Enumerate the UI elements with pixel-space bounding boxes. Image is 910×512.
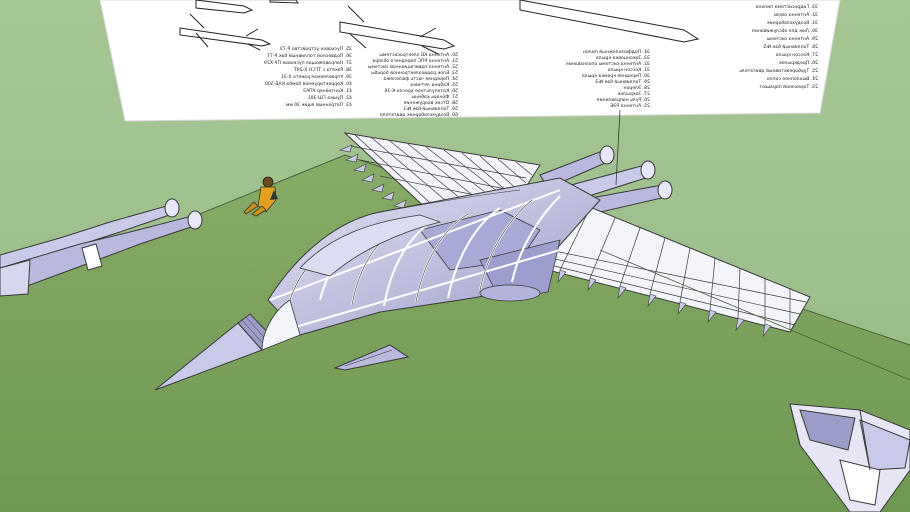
missile-drawing-3-icon [339,5,456,55]
poster-col-far-right-6: 27. Кессон крыла [776,52,818,58]
poster-col-left-8: 43. Патронный ящик 30 мм [285,101,352,108]
poster-col-middle-0: 50. Антенна КБ электросистемы [379,52,458,58]
fighter-jet-airframe[interactable] [154,109,811,391]
poster-col-right-8: 26. Руль направления [597,97,650,103]
poster-col-left-6: 41. Контейнер УПАЗ [303,87,352,94]
poster-col-middle-4: 54. Передняя часть фюзеляжа [383,76,458,82]
poster-col-far-right-5: 28. Топливный бак №5 [763,43,818,50]
poster-col-right-0: 34. Подфюзеляжный пилон [583,48,650,55]
missile-drawing-2-icon [195,0,254,14]
poster-col-middle-2: 52. Антенна навигационной системы [367,63,458,70]
poster-col-far-right-7: 26. Предкрылок [779,60,818,66]
fuselage[interactable] [267,177,601,336]
poster-col-right-6: 28. Элерон [624,85,650,91]
poster-col-left-7: 42. Пушка ГШ-301 [308,95,352,101]
loose-fin-part[interactable] [333,344,410,371]
poster-col-middle-7: 57. Фонарь кабины [411,94,458,100]
missile-drawing-1-icon [179,13,272,51]
poster-col-far-right-9: 24. Выхлопное сопло [767,76,818,82]
poster-col-far-right-1: 32. Антенна связи [774,12,818,18]
poster-col-right-1: 33. Законцовка крыла [596,55,650,61]
poster-col-left-1: 36. Подвесной топливный бак Р-77 [267,52,352,59]
ground-plane [0,155,910,512]
missile-drawing-5-icon [269,0,299,4]
poster-col-far-right-4: 29. Антенна системы [766,36,818,42]
poster-col-right-3: 31. Кессон крыла [608,67,650,73]
reference-poster[interactable]: 35. Пусковое устройство Р-73 36. Подвесн… [99,0,841,122]
detached-engine-nacelles[interactable] [0,198,203,297]
nose-cone[interactable] [154,299,301,391]
poster-col-far-right-10: 23. Тормозной парашют [759,83,818,90]
poster-col-middle-5: 55. Кабина летчика [410,82,458,88]
poster-col-left-2: 37. Направляющая пусковая ПУ-Х29 [264,60,352,66]
poster-col-right-2: 32. Антенна системы опознавания [566,61,650,67]
poster-col-right-5: 29. Топливный бак №3 [595,78,650,85]
poster-col-right-4: 30. Передняя кромка крыла [582,73,650,79]
poster-col-middle-9: 59. Топливный бак №1 [403,105,458,112]
missile-drawing-4-icon [519,0,700,43]
poster-col-far-right-2: 31. Воздухозаборник [767,20,818,26]
canopy[interactable] [299,214,442,277]
poster-col-middle-8: 58. Отсек вооружения [403,100,458,106]
ground-perspective-edge [599,249,910,381]
poster-col-middle-3: 53. Блок радиоэлектронной борьбы [371,69,458,76]
poster-col-middle-1: 51. Антенна РЛС переднего обзора [372,58,458,64]
poster-col-right-7: 27. Закрылок [617,91,650,97]
poster-col-far-right-0: 33. Гидросистема пилона [756,4,818,10]
poster-col-left-5: 40. Корректируемая бомба КАБ-500 [265,81,352,87]
poster-col-left-3: 38. Ракета с ТГСН Х-29Т [294,67,352,73]
poster-col-far-right-3: 30. Люк для обслуживания [752,28,818,34]
poster-col-left-0: 35. Пусковое устройство Р-73 [280,45,352,52]
poster-col-left-4: 39. Управляемая ракета Х-31 [281,74,352,80]
corner-structure-part[interactable] [789,403,910,512]
poster-col-right-9: 25. Антенна РЭБ [610,103,650,109]
pilot-figure[interactable] [243,176,278,217]
poster-col-far-right-8: 25. Турбореактивный двигатель [739,67,818,74]
poster-col-middle-10: 60. Воздухозаборник двигателя [380,112,458,118]
poster-col-middle-6: 56. Катапультное кресло К-36 [384,88,458,94]
